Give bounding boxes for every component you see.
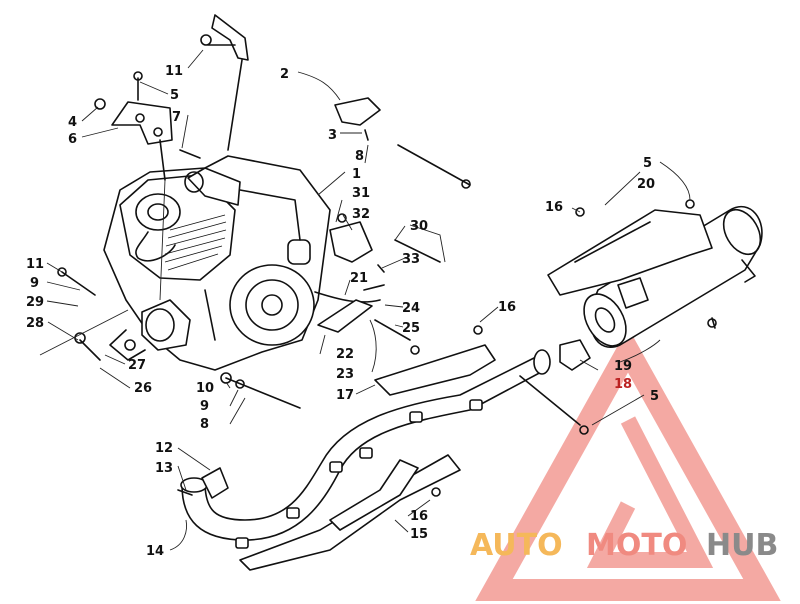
callout-25: 25 — [402, 321, 420, 336]
callout-18: 18 — [614, 377, 632, 392]
callout-16-right: 16 — [545, 200, 563, 215]
engine-assembly — [103, 155, 331, 371]
callout-6: 6 — [68, 132, 77, 147]
callout-31: 31 — [352, 186, 370, 201]
callout-14: 14 — [146, 544, 164, 559]
callout-5-right: 5 — [643, 156, 652, 171]
callout-8: 8 — [355, 149, 364, 164]
callout-8-lower: 8 — [200, 417, 209, 432]
callout-21: 21 — [350, 271, 368, 286]
callout-labels: 11 2 5 4 7 6 3 8 1 31 32 30 21 33 24 25 … — [26, 64, 659, 559]
callout-24: 24 — [402, 301, 420, 316]
wire-harness — [314, 284, 420, 355]
callout-16: 16 — [498, 300, 516, 315]
callout-3: 3 — [328, 128, 337, 143]
callout-13: 13 — [155, 461, 173, 476]
callout-28: 28 — [26, 316, 44, 331]
callout-9-lower: 9 — [200, 399, 209, 414]
mount-bracket-left — [94, 71, 201, 181]
callout-17: 17 — [336, 388, 354, 403]
svg-text:HUB: HUB — [706, 528, 778, 563]
callout-20: 20 — [637, 177, 655, 192]
callout-29: 29 — [26, 295, 44, 310]
callout-12: 12 — [155, 441, 173, 456]
callout-22: 22 — [336, 347, 354, 362]
callout-26: 26 — [134, 381, 152, 396]
callout-32: 32 — [352, 207, 370, 222]
svg-text:MOTO: MOTO — [586, 528, 687, 563]
exhaust-head-pipe — [177, 349, 551, 541]
leader-lines — [39, 49, 691, 551]
fasteners — [57, 267, 301, 409]
callout-19: 19 — [614, 359, 632, 374]
callout-5-pipe: 5 — [650, 389, 659, 404]
exhaust-clamps — [235, 399, 483, 549]
callout-7: 7 — [172, 110, 181, 125]
callout-33: 33 — [402, 252, 420, 267]
callout-9: 9 — [30, 276, 39, 291]
callout-5: 5 — [170, 88, 179, 103]
callout-10: 10 — [196, 381, 214, 396]
upper-heat-shield — [374, 325, 589, 435]
callout-16-lower: 16 — [410, 509, 428, 524]
callout-23: 23 — [336, 367, 354, 382]
mount-bracket-right — [334, 97, 471, 189]
callout-27: 27 — [128, 358, 146, 373]
callout-15: 15 — [410, 527, 428, 542]
callout-4: 4 — [68, 115, 77, 130]
svg-text:AUTO: AUTO — [470, 528, 563, 563]
muffler — [559, 205, 763, 371]
callout-1: 1 — [352, 167, 361, 182]
muffler-heat-shield — [547, 199, 717, 329]
mount-bracket-top — [200, 14, 249, 151]
callout-11: 11 — [165, 64, 183, 79]
callout-11-left: 11 — [26, 257, 44, 272]
watermark-text: AUTO MOTO HUB — [470, 528, 778, 563]
callout-2: 2 — [280, 67, 289, 82]
callout-30: 30 — [410, 219, 428, 234]
watermark-logo — [475, 327, 781, 601]
lower-heat-shield — [239, 454, 461, 571]
solenoid-bracket — [329, 213, 441, 273]
